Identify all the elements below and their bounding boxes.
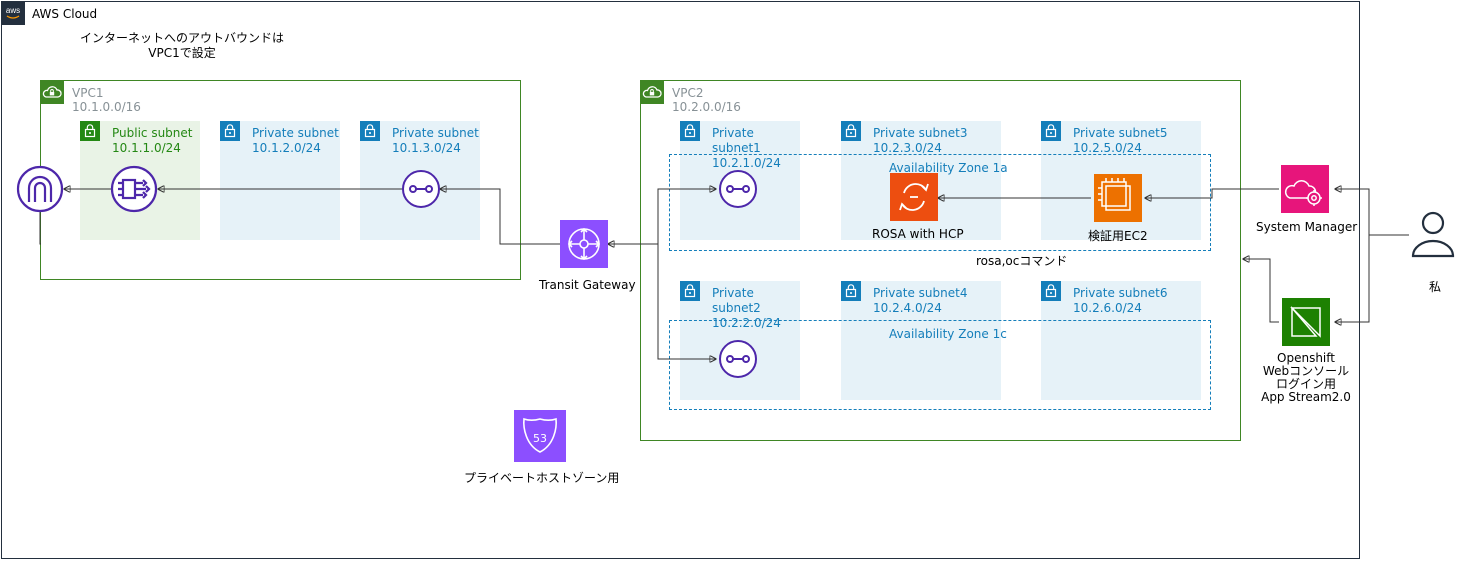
tgw-attachment-icon-subnet1 bbox=[719, 170, 757, 208]
subnet-label: Public subnet 10.1.1.0/24 bbox=[112, 126, 193, 156]
subnet-name: Private subnet bbox=[252, 126, 339, 140]
vpc2-name: VPC2 bbox=[672, 86, 704, 100]
lock-icon bbox=[841, 121, 861, 141]
lock-icon bbox=[80, 121, 100, 141]
vpc1-public-subnet: Public subnet 10.1.1.0/24 bbox=[80, 121, 200, 240]
subnet-name: Private subnet5 bbox=[1073, 126, 1168, 140]
subnet-name: Public subnet bbox=[112, 126, 193, 140]
availability-zone-1c bbox=[669, 320, 1211, 410]
vpc2-group bbox=[640, 80, 1241, 441]
subnet-cidr: 10.2.1.0/24 bbox=[712, 156, 781, 170]
appstream-label: Openshift Webコンソール ログイン用 App Stream2.0 bbox=[1246, 352, 1366, 404]
tgw-attachment-icon-vpc1 bbox=[402, 170, 440, 208]
connector-tgw-to-subnet2 bbox=[657, 244, 716, 359]
subnet-cidr: 10.1.2.0/24 bbox=[252, 141, 321, 155]
connector-user-to-appstream bbox=[1335, 235, 1370, 322]
connector-igw-to-subnet bbox=[39, 197, 41, 245]
appstream-label-line: App Stream2.0 bbox=[1261, 390, 1351, 404]
transit-gateway-icon bbox=[560, 220, 608, 268]
lock-icon bbox=[841, 281, 861, 301]
rosa-command-label: rosa,ocコマンド bbox=[976, 254, 1068, 268]
lock-icon bbox=[680, 121, 700, 141]
connector-user-to-ssm bbox=[1335, 189, 1370, 235]
user-icon bbox=[1411, 211, 1455, 258]
availability-zone-1c-label: Availability Zone 1c bbox=[889, 327, 1007, 341]
subnet-cidr: 10.2.4.0/24 bbox=[873, 301, 942, 315]
rosa-label: ROSA with HCP bbox=[872, 227, 964, 241]
vpc-icon bbox=[40, 80, 64, 104]
vpc1-cidr: 10.1.0.0/16 bbox=[72, 100, 141, 114]
vpc2-cidr: 10.2.0.0/16 bbox=[672, 100, 741, 114]
tgw-attachment-icon-subnet2 bbox=[719, 340, 757, 378]
vpc1-title: VPC1 10.1.0.0/16 bbox=[72, 86, 141, 114]
lock-icon bbox=[1041, 281, 1061, 301]
appstream-icon bbox=[1282, 298, 1330, 346]
ec2-label: 検証用EC2 bbox=[1088, 229, 1148, 243]
internet-gateway-icon bbox=[16, 165, 64, 213]
vpc1-private-subnet-2: Private subnet 10.1.2.0/24 bbox=[220, 121, 340, 240]
subnet-name: Private subnet4 bbox=[873, 286, 968, 300]
ec2-icon bbox=[1094, 174, 1142, 222]
lock-icon bbox=[1041, 121, 1061, 141]
lock-icon bbox=[360, 121, 380, 141]
subnet-cidr: 10.2.2.0/24 bbox=[712, 316, 781, 330]
route53-icon bbox=[514, 410, 566, 462]
subnet-label: Private subnet 10.1.3.0/24 bbox=[392, 126, 479, 156]
rosa-icon bbox=[890, 173, 938, 221]
route53-label: プライベートホストゾーン用 bbox=[464, 471, 620, 485]
system-manager-icon bbox=[1281, 165, 1329, 213]
availability-zone-1a bbox=[669, 154, 1211, 251]
subnet-cidr: 10.1.1.0/24 bbox=[112, 141, 181, 155]
connector-tgw-to-vpc1-attachment bbox=[440, 189, 561, 245]
transit-gateway-label: Transit Gateway bbox=[539, 278, 636, 292]
subnet-name: Private subnet bbox=[392, 126, 479, 140]
subnet-cidr: 10.1.3.0/24 bbox=[392, 141, 461, 155]
appstream-label-line: Webコンソール bbox=[1262, 364, 1350, 378]
aws-cloud-icon: aws bbox=[1, 1, 25, 25]
lock-icon bbox=[680, 281, 700, 301]
subnet-label: Private subnet3 10.2.3.0/24 bbox=[873, 126, 967, 156]
connector-tgw-to-subnet1 bbox=[657, 189, 716, 244]
subnet-cidr: 10.2.3.0/24 bbox=[873, 141, 942, 155]
vpc-icon bbox=[640, 80, 664, 104]
user-label: 私 bbox=[1429, 280, 1442, 294]
lock-icon bbox=[220, 121, 240, 141]
aws-cloud-group bbox=[1, 1, 1360, 559]
vpc2-private-subnet6: Private subnet6 10.2.6.0/24 bbox=[1041, 281, 1201, 400]
route53-badge-text: 53 bbox=[533, 432, 547, 445]
vpc2-title: VPC2 10.2.0.0/16 bbox=[672, 86, 741, 114]
outbound-note-line1: インターネットへのアウトバウンドは bbox=[79, 31, 284, 45]
subnet-name: Private subnet6 bbox=[1073, 286, 1168, 300]
vpc1-name: VPC1 bbox=[72, 86, 104, 100]
subnet-cidr: 10.2.5.0/24 bbox=[1073, 141, 1142, 155]
subnet-name: Private subnet2 bbox=[712, 286, 761, 315]
subnet-name: Private subnet3 bbox=[873, 126, 968, 140]
connector-ssm-to-ec2 bbox=[1145, 188, 1279, 198]
appstream-label-line: ログイン用 bbox=[1275, 377, 1336, 391]
vpc2-private-subnet4: Private subnet4 10.2.4.0/24 bbox=[841, 281, 1001, 400]
subnet-label: Private subnet6 10.2.6.0/24 bbox=[1073, 286, 1167, 316]
subnet-label: Private subnet1 10.2.1.0/24 bbox=[712, 126, 800, 171]
connector-appstream-to-vpc2 bbox=[1243, 259, 1279, 323]
subnet-label: Private subnet4 10.2.4.0/24 bbox=[873, 286, 967, 316]
subnet-label: Private subnet2 10.2.2.0/24 bbox=[712, 286, 800, 331]
nat-gateway-icon bbox=[110, 165, 158, 213]
subnet-label: Private subnet 10.1.2.0/24 bbox=[252, 126, 339, 156]
subnet-name: Private subnet1 bbox=[712, 126, 761, 155]
svg-text:aws: aws bbox=[6, 6, 20, 15]
appstream-label-line: Openshift bbox=[1277, 351, 1335, 365]
outbound-note-line2: VPC1で設定 bbox=[148, 46, 216, 60]
subnet-cidr: 10.2.6.0/24 bbox=[1073, 301, 1142, 315]
system-manager-label: System Manager bbox=[1256, 220, 1358, 234]
availability-zone-1a-label: Availability Zone 1a bbox=[889, 161, 1008, 175]
outbound-note: インターネットへのアウトバウンドは VPC1で設定 bbox=[62, 31, 302, 61]
subnet-label: Private subnet5 10.2.5.0/24 bbox=[1073, 126, 1167, 156]
aws-cloud-label: AWS Cloud bbox=[32, 7, 98, 21]
